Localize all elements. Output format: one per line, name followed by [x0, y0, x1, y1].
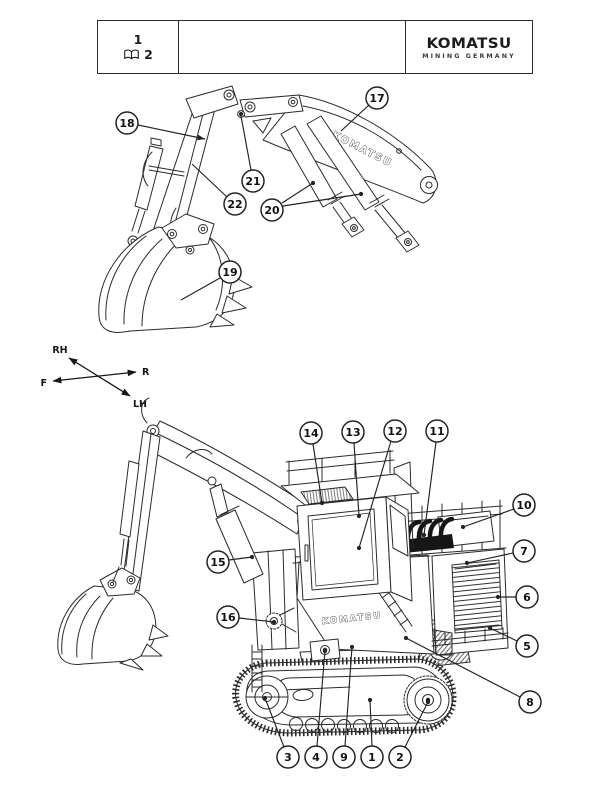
header-cell-page: 1 2 [98, 21, 179, 73]
svg-text:8: 8 [526, 696, 534, 709]
svg-text:13: 13 [345, 426, 360, 439]
callout-bubble-13 [341, 420, 365, 444]
callout-bubble-6 [515, 585, 539, 609]
callout-bubble-15 [206, 550, 230, 574]
callout-bubble-8 [518, 690, 542, 714]
orientation-label-front: F [41, 378, 48, 389]
callout-bubble-9 [332, 745, 356, 769]
callout-bubble-3 [276, 745, 300, 769]
callout-bubble-17 [365, 86, 389, 110]
callout-9: 9 [332, 644, 356, 769]
cab-window [307, 508, 379, 591]
callout-19: 19 [180, 260, 242, 301]
callout-bubble-12 [383, 419, 407, 443]
roof-grating [300, 486, 354, 505]
svg-text:7: 7 [520, 545, 528, 558]
komatsu-logo: KOMATSU [426, 34, 512, 52]
svg-text:3: 3 [284, 751, 292, 764]
svg-text:6: 6 [523, 591, 531, 604]
book-number: 2 [144, 46, 153, 62]
callout-bubble-10 [512, 493, 536, 517]
callout-bubble-7 [512, 539, 536, 563]
figure-machine-overview: KOMATSU [57, 397, 509, 737]
callout-bubble-16 [216, 605, 240, 629]
header-cell-empty [179, 21, 406, 73]
callout-21: 21 [238, 111, 265, 193]
callout-bubble-11 [425, 419, 449, 443]
callout-18: 18 [115, 111, 206, 141]
callout-14: 14 [299, 421, 325, 506]
callout-12: 12 [356, 419, 407, 551]
callout-bubble-14 [299, 421, 323, 445]
orientation-label-right-hand: RH [52, 345, 67, 356]
svg-text:10: 10 [516, 499, 532, 512]
roof-handrail [285, 450, 395, 472]
callout-bubble-21 [241, 169, 265, 193]
callout-bubble-2 [388, 745, 412, 769]
svg-text:2: 2 [396, 751, 404, 764]
front-attachment [57, 397, 310, 671]
callout-4: 4 [304, 648, 328, 769]
callout-15: 15 [206, 550, 255, 574]
callout-3: 3 [262, 695, 300, 769]
callout-20: 20 [260, 180, 364, 222]
svg-text:5: 5 [523, 640, 531, 653]
callout-13: 13 [341, 420, 365, 519]
header-box: 1 2 KOMATSU MINING GERMANY [97, 20, 533, 74]
bucket [57, 566, 169, 671]
svg-text:14: 14 [303, 427, 319, 440]
callout-22: 22 [191, 163, 247, 216]
page-number: 1 [133, 31, 143, 47]
svg-text:17: 17 [369, 92, 384, 105]
callout-bubble-5 [515, 634, 539, 658]
svg-text:18: 18 [119, 117, 134, 130]
svg-text:21: 21 [245, 175, 260, 188]
callout-6: 6 [495, 585, 539, 609]
svg-text:4: 4 [312, 751, 320, 764]
boom-cylinder [207, 476, 264, 584]
callout-11: 11 [421, 419, 449, 538]
callout-17: 17 [340, 86, 389, 132]
svg-text:15: 15 [210, 556, 225, 569]
callout-8: 8 [403, 635, 542, 714]
callout-7: 7 [464, 539, 536, 566]
arm-cylinders [280, 115, 420, 253]
boom [152, 85, 239, 239]
callout-bubble-20 [260, 198, 284, 222]
header-cell-logo: KOMATSU MINING GERMANY [406, 21, 532, 73]
svg-text:22: 22 [227, 198, 242, 211]
komatsu-logo-subtitle: MINING GERMANY [422, 53, 516, 60]
orientation-label-rear: R [142, 367, 150, 378]
svg-text:12: 12 [387, 425, 402, 438]
svg-text:20: 20 [264, 204, 280, 217]
callout-5: 5 [487, 625, 539, 658]
callout-bubble-4 [304, 745, 328, 769]
callout-1: 1 [360, 697, 384, 769]
orientation-label-left-hand: LH [133, 399, 147, 410]
callout-bubble-19 [218, 260, 242, 284]
callout-16: 16 [216, 605, 277, 629]
crawler-track [232, 655, 457, 737]
callout-10: 10 [460, 493, 536, 530]
open-book-icon [124, 49, 139, 60]
orientation-indicator: F R RH LH [41, 345, 151, 410]
svg-text:9: 9 [340, 751, 348, 764]
svg-text:11: 11 [429, 425, 444, 438]
svg-text:1: 1 [368, 751, 376, 764]
callout-bubble-22 [223, 192, 247, 216]
access-ladder [251, 644, 263, 693]
callout-2: 2 [388, 699, 431, 769]
callout-bubble-1 [360, 745, 384, 769]
svg-text:16: 16 [220, 611, 236, 624]
callout-bubble-18 [115, 111, 139, 135]
boom [143, 420, 310, 535]
operator-cab [280, 449, 420, 602]
svg-text:19: 19 [222, 266, 237, 279]
